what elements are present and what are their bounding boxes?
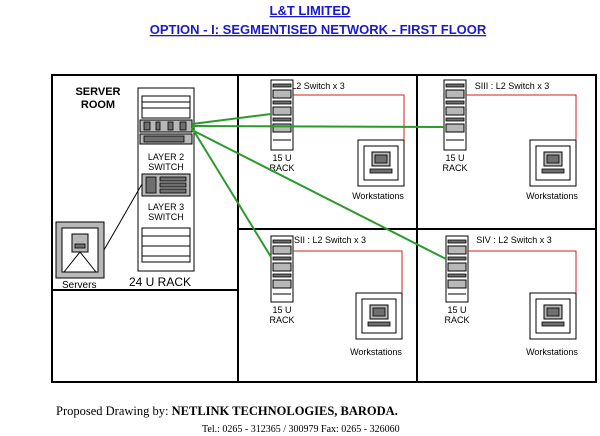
zone-sii-rack-label-2: RACK — [269, 315, 294, 325]
zone-sii-switch-label: SII : L2 Switch x 3 — [294, 235, 366, 245]
zone-siii-rack-label-2: RACK — [442, 163, 467, 173]
zone-si-workstation-icon — [357, 139, 405, 187]
zone-siii-workstation-icon — [529, 139, 577, 187]
zone-si-rack-label-2: RACK — [269, 163, 294, 173]
option-title: OPTION - I: SEGMENTISED NETWORK - FIRST … — [150, 22, 487, 37]
zone-siii-rack-icon — [443, 79, 467, 151]
zone-sii-rack-icon — [270, 235, 294, 303]
zone-siv-rack-label-1: 15 U — [447, 305, 466, 315]
footer-proposed-prefix: Proposed Drawing by: — [56, 404, 172, 418]
company-title: L&T LIMITED — [270, 3, 351, 18]
layer-2-label-1: LAYER 2 — [148, 152, 184, 162]
rack-24u-label: 24 U RACK — [129, 275, 191, 289]
servers-label: Servers — [62, 280, 96, 291]
zone-siii-switch-label: SIII : L2 Switch x 3 — [475, 81, 550, 91]
link-to-siv — [191, 129, 447, 260]
zone-sii-cable — [293, 250, 403, 293]
zone-si-cable — [293, 94, 405, 140]
server-room-title-1: SERVER — [75, 86, 120, 98]
zone-sii: SII : L2 Switch x 3 15 U RACK Workstatio… — [269, 235, 403, 357]
link-to-sii — [191, 127, 272, 258]
server-link — [103, 183, 143, 251]
zone-sii-rack-label-1: 15 U — [272, 305, 291, 315]
layer-3-label-1: LAYER 3 — [148, 202, 184, 212]
server-icon — [55, 221, 105, 279]
footer-proposed: Proposed Drawing by: NETLINK TECHNOLOGIE… — [56, 404, 398, 418]
rack-24u — [137, 87, 195, 272]
layer-3-label-2: SWITCH — [148, 212, 184, 222]
backbone-links — [191, 113, 447, 260]
floor-plan — [51, 74, 597, 383]
link-to-siii — [191, 125, 445, 128]
zone-si-rack-icon — [270, 79, 294, 151]
zone-si-workstations-label: Workstations — [352, 191, 404, 201]
zone-siv: SIV : L2 Switch x 3 15 U RACK Workstatio… — [444, 235, 578, 357]
footer-contact: Tel.: 0265 - 312365 / 300979 Fax: 0265 -… — [202, 424, 400, 435]
zone-sii-workstations-label: Workstations — [350, 347, 402, 357]
zone-sii-workstation-icon — [355, 292, 403, 340]
zone-siii-cable — [466, 94, 577, 140]
zone-si: SI : L2 Switch x 3 15 U RACK Workstation… — [269, 79, 405, 201]
zone-siv-workstations-label: Workstations — [526, 347, 578, 357]
zone-siv-workstation-icon — [529, 292, 577, 340]
zone-siv-rack-icon — [445, 235, 469, 303]
layer-2-label-2: SWITCH — [148, 162, 184, 172]
zone-siii: SIII : L2 Switch x 3 15 U RACK Workstati… — [442, 79, 578, 201]
zone-si-switch-label: SI : L2 Switch x 3 — [275, 81, 345, 91]
zone-siv-rack-label-2: RACK — [444, 315, 469, 325]
zone-siv-switch-label: SIV : L2 Switch x 3 — [476, 235, 552, 245]
zone-si-rack-label-1: 15 U — [272, 153, 291, 163]
server-room-title-2: ROOM — [81, 99, 115, 111]
footer-company: NETLINK TECHNOLOGIES, BARODA. — [172, 404, 398, 418]
zone-siii-rack-label-1: 15 U — [445, 153, 464, 163]
link-to-si — [191, 113, 272, 125]
zone-siii-workstations-label: Workstations — [526, 191, 578, 201]
zone-siv-cable — [468, 250, 577, 293]
